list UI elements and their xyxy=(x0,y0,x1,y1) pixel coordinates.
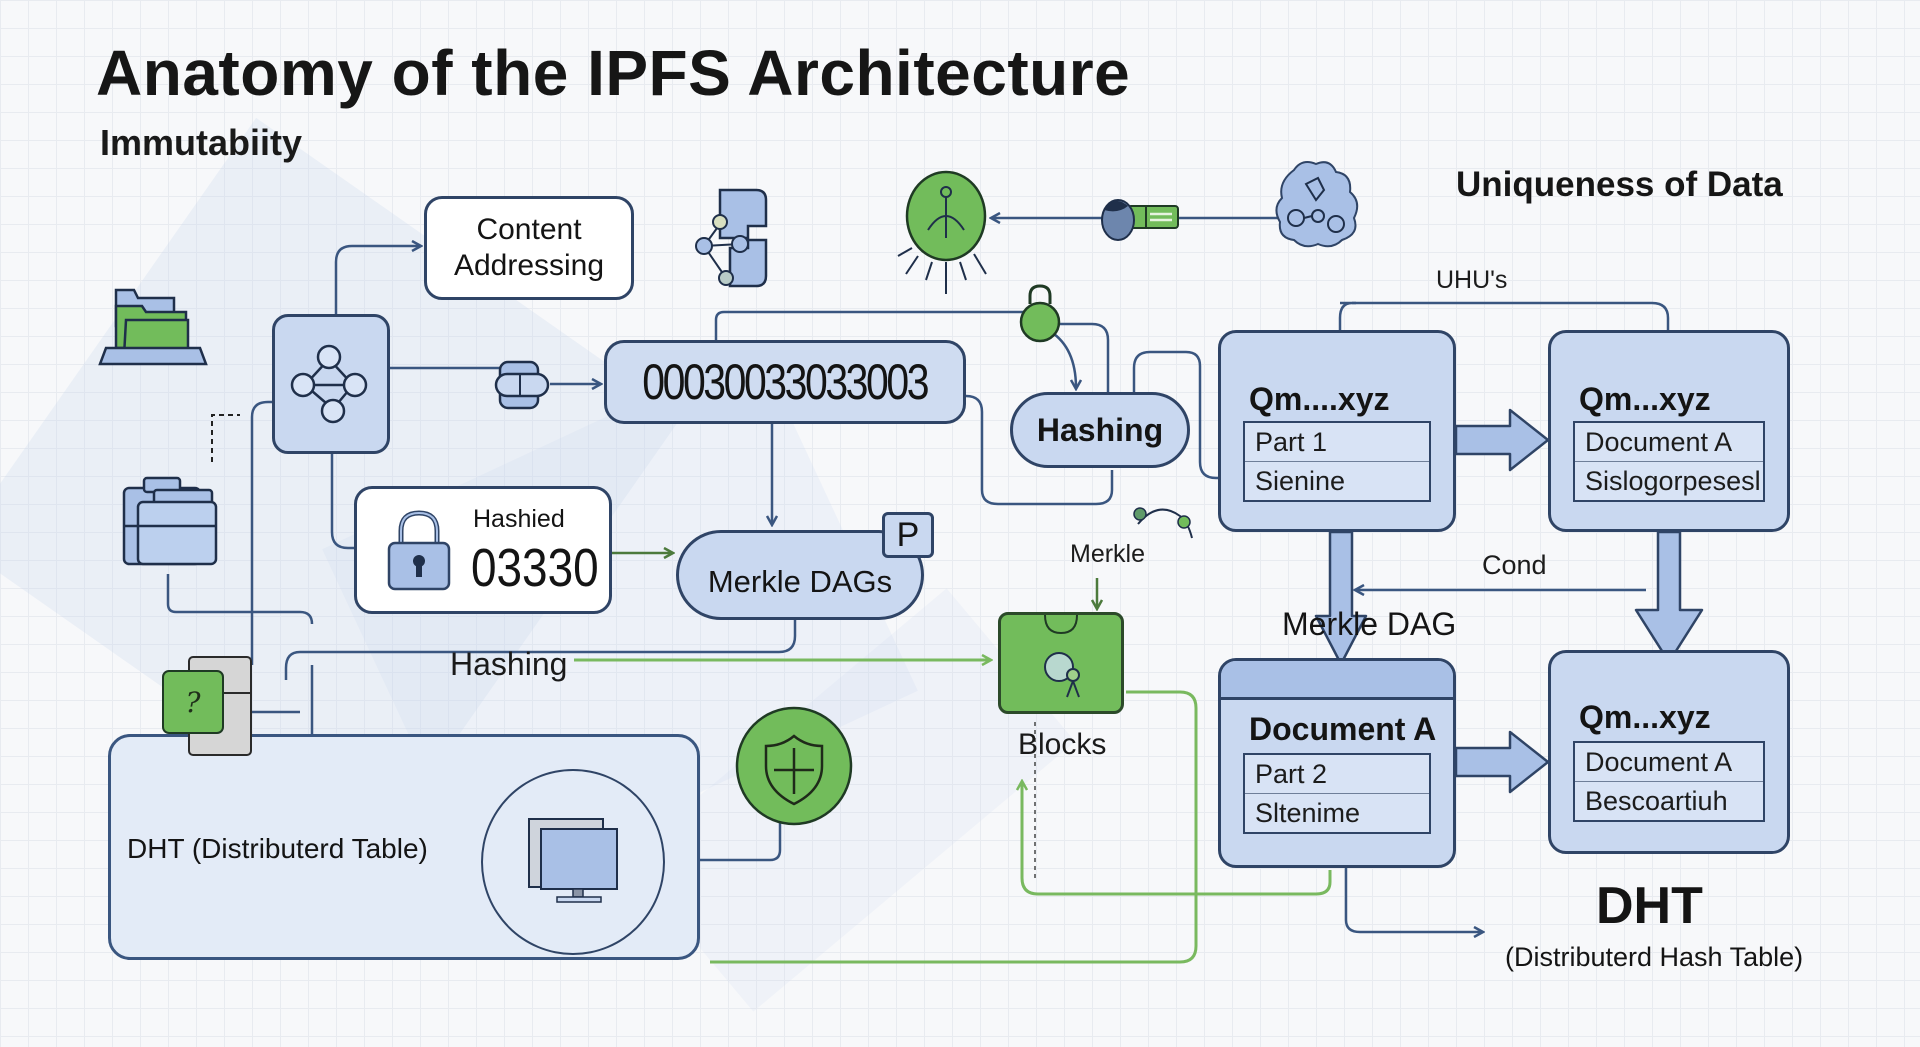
hashed-card[interactable]: Hashied 03330 xyxy=(354,486,612,614)
connector-blocks-loop-inner xyxy=(1022,782,1332,896)
hashed-value: 03330 xyxy=(471,538,599,598)
cid-card-table: Document A Bescoartiuh xyxy=(1573,741,1765,822)
cid-card-document[interactable]: Document A Part 2 Sltenime xyxy=(1218,658,1456,868)
connector-doc-to-dht xyxy=(1344,868,1482,932)
network-graph-icon xyxy=(290,344,368,424)
connector-uhus-left xyxy=(1340,301,1356,370)
cid-card-row: Bescoartiuh xyxy=(1575,781,1763,820)
cid-card[interactable]: Qm...xyz Document A Sislogorpesesl xyxy=(1548,330,1790,532)
cid-card-row: Part 2 xyxy=(1255,759,1328,789)
cid-card-row: Document A xyxy=(1585,427,1733,457)
link-chain-icon xyxy=(1133,507,1193,539)
network-cloud-icon xyxy=(1275,161,1359,248)
connector-left-vert xyxy=(250,400,272,665)
cid-card-row: Sienine xyxy=(1245,461,1429,500)
graph-puzzle-icon xyxy=(695,188,768,288)
cid-card-row: Sislogorpesesl xyxy=(1575,461,1763,500)
folder-icon xyxy=(98,288,208,366)
connector-dotted-left xyxy=(211,414,240,462)
cid-card[interactable]: Qm....xyz Part 1 Sienine xyxy=(1218,330,1456,532)
merkle-dags-label: Merkle DAGs xyxy=(707,564,893,599)
parking-badge-letter: P xyxy=(896,515,920,554)
cid-card-table: Document A Sislogorpesesl xyxy=(1573,421,1765,502)
dht-heading: DHT xyxy=(1596,877,1703,935)
connector-hash-to-hashing xyxy=(965,394,1114,506)
blocks-node[interactable] xyxy=(998,612,1124,714)
padlock-icon xyxy=(387,510,451,591)
connector-lockball-right xyxy=(1054,322,1110,392)
connector-uhus-bar xyxy=(1352,301,1668,370)
lock-ball-icon xyxy=(1019,284,1061,343)
connector-shield-to-monitor xyxy=(668,820,782,860)
cid-card-row: Document A xyxy=(1585,747,1733,777)
dht-caption: (Distributerd Hash Table) xyxy=(1505,942,1804,972)
cid-card-row: Sltenime xyxy=(1245,793,1429,832)
section-label-immutability: Immutabiity xyxy=(100,122,303,163)
cid-card[interactable]: Qm...xyz Document A Bescoartiuh xyxy=(1548,650,1790,854)
connector-merkle-dags-down xyxy=(284,618,797,680)
cid-card-title: Qm...xyz xyxy=(1579,699,1711,735)
cid-card-table: Part 2 Sltenime xyxy=(1243,753,1431,834)
hashing-node-label: Hashing xyxy=(1036,411,1164,448)
key-tag-icon xyxy=(1101,199,1179,241)
stacked-folders-icon xyxy=(122,476,218,566)
network-node-box[interactable] xyxy=(272,314,390,454)
merkle-dag-label: Merkle DAG xyxy=(1282,606,1457,642)
cid-card-title: Qm....xyz xyxy=(1249,381,1390,417)
connector-node-down xyxy=(330,454,354,550)
content-addressing-node[interactable]: Content Addressing xyxy=(424,196,634,300)
block-arrow-down-right xyxy=(1634,530,1704,664)
monitor-icon xyxy=(528,818,618,903)
uhus-label: UHU's xyxy=(1436,266,1508,294)
connector-hash-top xyxy=(714,310,1028,340)
block-arrow-down-left xyxy=(1314,530,1368,666)
hashed-label: Hashied xyxy=(473,505,565,533)
block-arrow-right-top xyxy=(1454,408,1550,472)
connector-blocks-loop-outer xyxy=(710,690,1198,964)
cond-label: Cond xyxy=(1482,550,1547,580)
connector-hashing-to-card xyxy=(1132,350,1220,480)
block-search-icon xyxy=(1044,614,1080,698)
section-label-uniqueness: Uniqueness of Data xyxy=(1456,165,1783,204)
dht-panel[interactable]: DHT (Distributerd Table) xyxy=(108,734,700,960)
card-header-bar xyxy=(1221,661,1453,700)
page-title: Anatomy of the IPFS Architecture xyxy=(96,37,1131,109)
merkle-label: Merkle xyxy=(1070,540,1146,568)
node-circle xyxy=(481,769,665,955)
cid-card-title: Qm...xyz xyxy=(1579,381,1711,417)
blocks-label: Blocks xyxy=(1018,728,1107,761)
hashing-node[interactable]: Hashing xyxy=(1010,392,1190,468)
peer-broadcast-icon xyxy=(897,170,987,294)
cid-card-row: Part 1 xyxy=(1255,427,1328,457)
cid-card-title: Document A xyxy=(1249,711,1437,747)
shield-icon xyxy=(735,706,853,826)
help-tile-icon: ? xyxy=(162,670,224,734)
hash-string-node[interactable]: 00030033033003 xyxy=(604,340,966,424)
help-glyph: ? xyxy=(185,685,201,719)
capsule-icon xyxy=(494,360,550,410)
cid-card-table: Part 1 Sienine xyxy=(1243,421,1431,502)
connector-left-to-dht xyxy=(166,574,314,625)
hashing-label: Hashing xyxy=(450,646,568,682)
block-arrow-right-bottom xyxy=(1454,730,1550,794)
hash-string-value: 00030033033003 xyxy=(642,354,930,410)
content-addressing-label: Content Addressing xyxy=(453,213,605,282)
parking-badge-icon: P xyxy=(882,512,934,558)
dht-panel-label: DHT (Distributerd Table) xyxy=(127,833,428,864)
connector-to-content-addressing xyxy=(334,246,420,315)
